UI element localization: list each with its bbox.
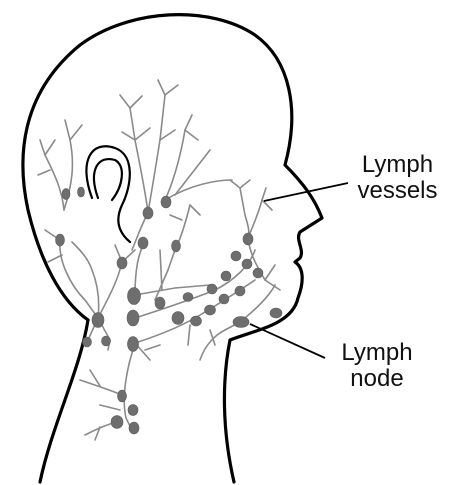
lymph-node (205, 305, 216, 315)
lymph-node (191, 316, 202, 326)
lymph-node (183, 293, 193, 302)
lymph-node-label-line2: node (322, 366, 432, 392)
vessel (240, 188, 249, 238)
lymph-node (118, 390, 127, 402)
lymph-node (270, 308, 282, 318)
lymph-node (233, 317, 249, 328)
vessel (148, 95, 165, 212)
lymph-node (128, 337, 139, 352)
lymph-node (117, 257, 127, 269)
vessel (188, 325, 215, 345)
lymph-node (138, 237, 148, 249)
vessel (135, 285, 210, 295)
vessel (165, 130, 185, 200)
vessel (265, 265, 280, 290)
vessel (170, 205, 200, 220)
vessel (130, 108, 148, 212)
lymph-node (128, 405, 138, 416)
lymph-node (78, 187, 85, 197)
vessel (45, 155, 64, 210)
vessel (98, 262, 122, 318)
vessel (80, 370, 122, 395)
lymph-node (172, 312, 184, 325)
lymph-node (253, 268, 263, 278)
lymph-vessels-label-line2: vessels (335, 178, 460, 204)
vessel (124, 343, 135, 430)
lymph-node (92, 313, 104, 328)
lymph-node (221, 271, 231, 281)
lymph-node (127, 310, 139, 326)
neck-back-outline (40, 320, 88, 482)
vessel (165, 180, 232, 200)
ear (86, 146, 130, 242)
vessel (72, 242, 99, 318)
lymph-node (161, 196, 171, 208)
vessel (155, 250, 168, 300)
lymph-node (128, 288, 141, 305)
lymph-node (143, 207, 153, 219)
lymph-node (231, 251, 241, 261)
vessel (248, 200, 262, 238)
lymph-node (172, 240, 181, 252)
lymph-node (102, 336, 111, 346)
vessel (100, 405, 120, 410)
lymph-node (235, 286, 245, 296)
lymph-node (207, 284, 217, 294)
lymph-node (62, 189, 70, 200)
ear-outer (86, 146, 130, 242)
lymph-vessels-label-line1: Lymph (335, 152, 460, 178)
lymph-node (155, 297, 165, 309)
lymph-node (242, 259, 252, 269)
node-leader-line (250, 324, 325, 358)
lymph-node (56, 234, 65, 246)
lymph-node (129, 422, 139, 434)
vessel (135, 343, 160, 360)
lymph-node-label: Lymph node (322, 340, 432, 392)
vessel (120, 95, 150, 140)
lymph-vessels-label: Lymph vessels (335, 152, 460, 204)
lymph-node (243, 233, 253, 245)
lymph-node (111, 416, 123, 429)
vessel (230, 180, 250, 188)
vessel (200, 322, 240, 360)
lymph-node-label-line1: Lymph (322, 340, 432, 366)
ear-inner (94, 159, 122, 200)
lymph-node (219, 294, 229, 304)
lymph-node (83, 337, 92, 347)
vessel (60, 240, 98, 318)
